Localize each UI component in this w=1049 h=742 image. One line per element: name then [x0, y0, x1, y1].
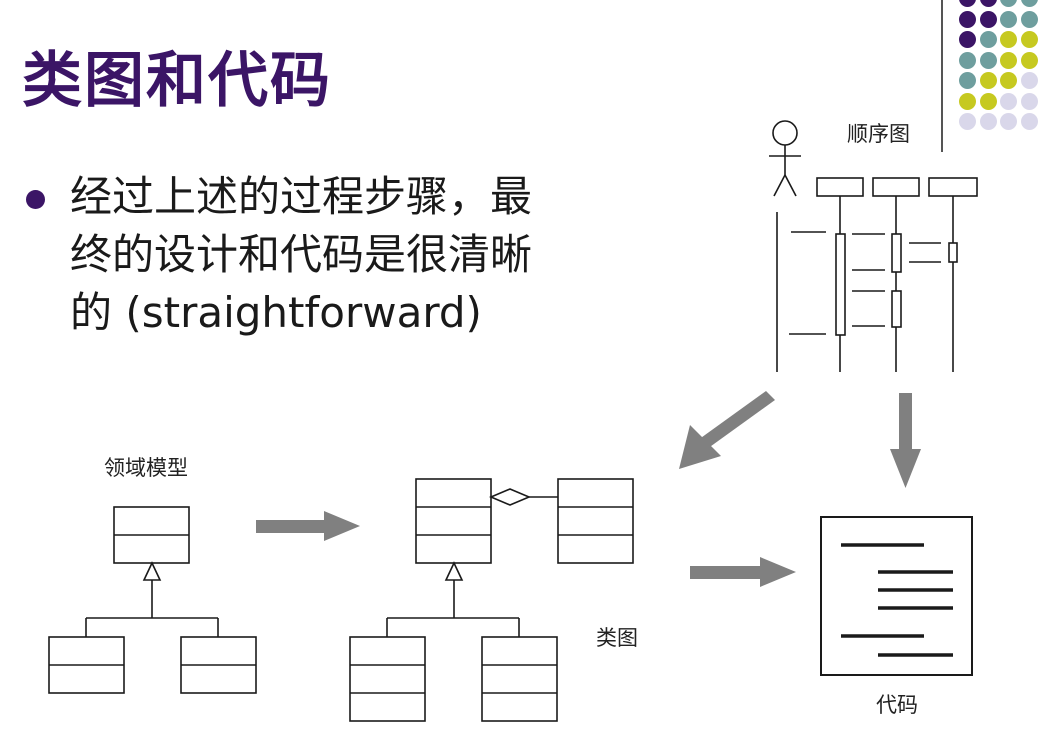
bullet-line-3: 的 (straightforward)	[70, 288, 482, 337]
arrow-seq-to-class-icon	[679, 391, 775, 469]
class-child-left	[349, 636, 426, 722]
slide-title: 类图和代码	[22, 46, 332, 116]
domain-model-diagram	[48, 506, 257, 694]
arrow-seq-to-code-icon	[890, 393, 921, 488]
bullet-line-1: 经过上述的过程步骤，最	[70, 172, 533, 221]
seq-object-1	[816, 177, 864, 197]
decor-dot	[1000, 113, 1017, 130]
decor-dot	[959, 92, 976, 110]
decor-dot	[1020, 92, 1038, 110]
decor-dot	[1000, 31, 1017, 48]
decor-divider-line	[941, 0, 943, 152]
decor-dot	[979, 51, 997, 69]
seq-object-2	[872, 177, 920, 197]
decor-dot	[979, 10, 997, 28]
aggregation-diamond-icon	[488, 488, 532, 506]
decor-dot	[979, 72, 997, 89]
class-main	[415, 478, 492, 564]
bullet-line-2: 终的设计和代码是很清晰	[70, 230, 533, 279]
decor-dot	[959, 51, 976, 69]
decor-dot	[1000, 10, 1017, 28]
seq-activation-1	[835, 233, 846, 336]
bullet-text: 经过上述的过程步骤，最 终的设计和代码是很清晰 的 (straightforwa…	[70, 168, 610, 342]
decor-dot	[1020, 10, 1038, 28]
decor-dot	[1000, 51, 1017, 69]
decor-dot-grid	[955, 0, 1049, 130]
class-child-right	[481, 636, 558, 722]
decor-dot	[1020, 0, 1038, 7]
seq-activation-2	[891, 233, 902, 273]
decor-dot	[959, 31, 976, 48]
seq-object-3	[928, 177, 978, 197]
arrow-class-to-code-icon	[690, 557, 796, 587]
decor-dot	[959, 113, 976, 130]
decor-dot	[959, 72, 976, 89]
decor-dot	[979, 113, 997, 130]
decor-dot	[1020, 51, 1038, 69]
decor-dot	[1000, 92, 1017, 110]
actor-icon	[769, 120, 801, 197]
bullet-dot-icon	[26, 190, 45, 209]
decor-dot	[1020, 72, 1038, 89]
inheritance-triangle-icon	[142, 561, 162, 581]
decor-dot	[959, 10, 976, 28]
decor-dot	[1020, 113, 1038, 130]
label-class-diagram: 类图	[596, 626, 638, 650]
arrow-domain-to-class-icon	[256, 511, 360, 541]
decor-dot	[1000, 72, 1017, 89]
decor-dot	[1000, 0, 1017, 7]
seq-activation-4	[948, 242, 958, 263]
label-sequence-diagram: 顺序图	[847, 122, 910, 146]
decor-dot	[979, 0, 997, 7]
class-aggregated	[557, 478, 634, 564]
decor-dot	[1020, 31, 1038, 48]
label-domain-model: 领域模型	[104, 456, 188, 480]
seq-messages	[789, 231, 941, 335]
sequence-diagram	[769, 120, 978, 372]
label-code: 代码	[876, 693, 918, 717]
seq-activation-3	[891, 290, 902, 328]
decor-dot	[959, 0, 976, 7]
decor-dot	[979, 31, 997, 48]
decor-dot	[979, 92, 997, 110]
inheritance-triangle-icon	[444, 561, 464, 581]
code-document	[820, 516, 973, 676]
class-diagram	[349, 478, 634, 722]
